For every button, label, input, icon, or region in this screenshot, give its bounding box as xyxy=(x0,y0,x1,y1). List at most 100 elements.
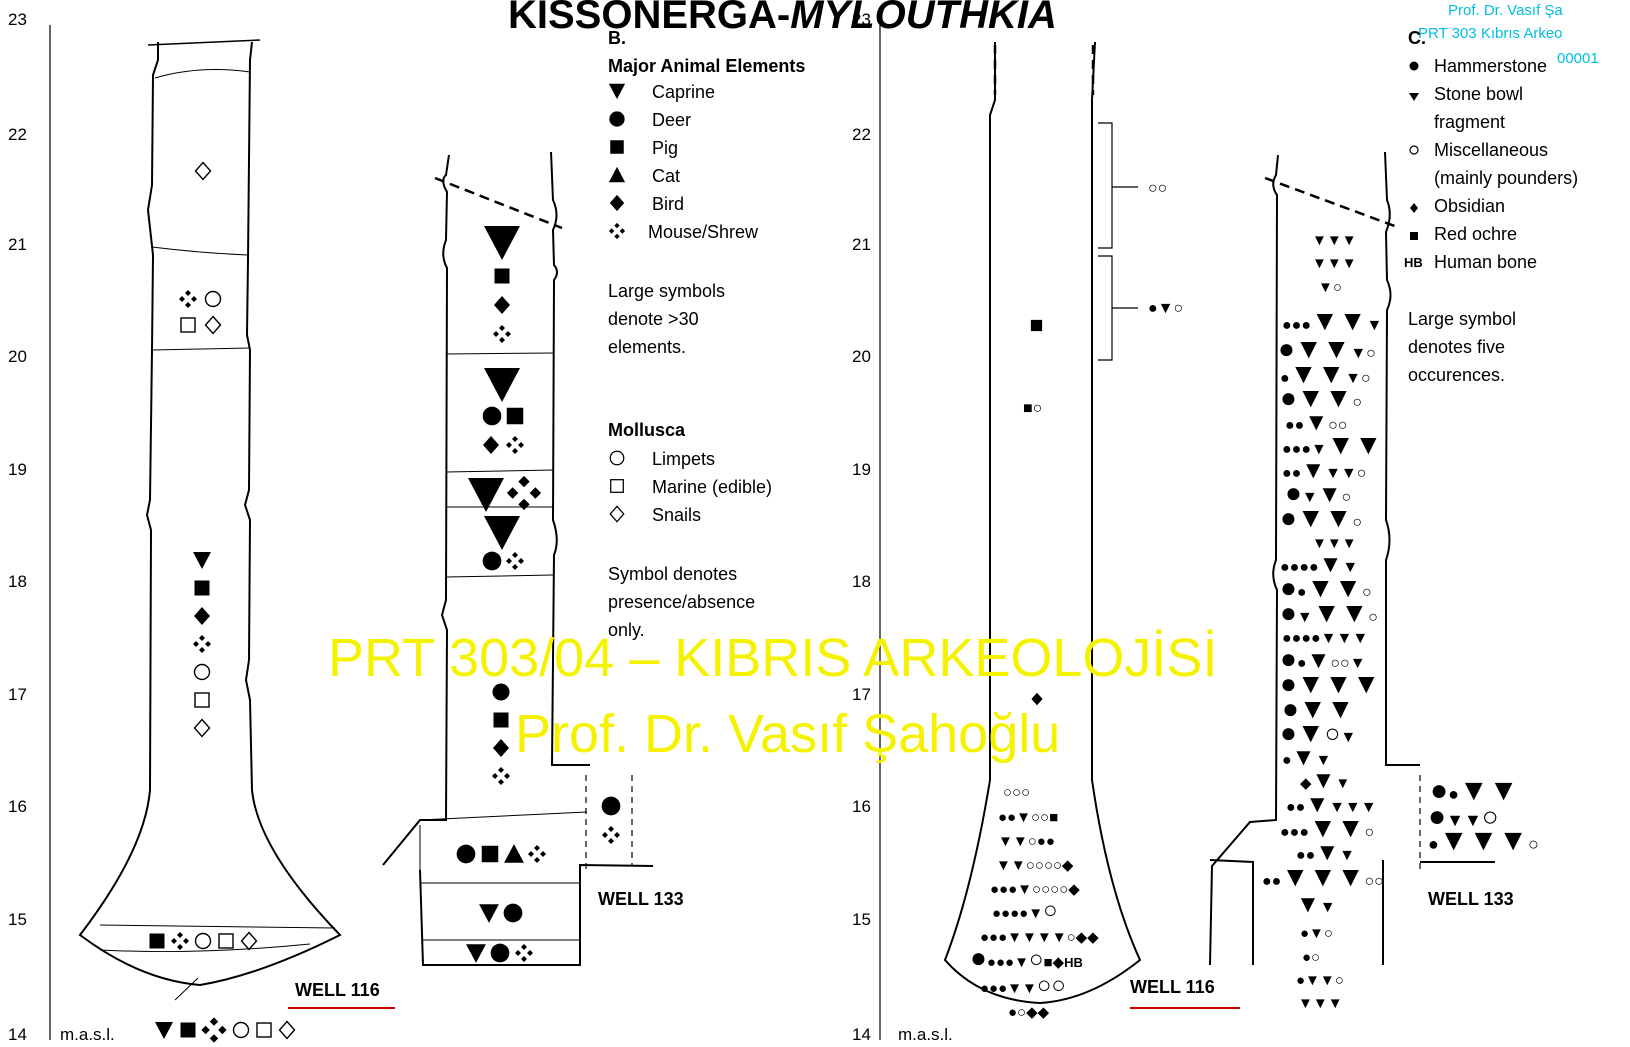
misc-legend-icon xyxy=(1409,145,1419,155)
bird-mark xyxy=(493,739,509,757)
svg-text:B.: B. xyxy=(608,28,626,48)
svg-text:●▼▼: ●▼▼ xyxy=(1282,693,1354,724)
svg-text:●▼○: ●▼○ xyxy=(1300,925,1333,942)
svg-text:only.: only. xyxy=(608,620,645,640)
svg-text:21: 21 xyxy=(852,235,871,254)
svg-text:21: 21 xyxy=(8,235,27,254)
pig-mark xyxy=(481,845,499,863)
mouse-mark xyxy=(179,290,197,308)
svg-text:Snails: Snails xyxy=(652,505,701,525)
svg-text:Large symbol: Large symbol xyxy=(1408,309,1516,329)
caprine-mark-large xyxy=(484,368,520,402)
legend-c: C. Hammerstone Stone bowl fragment Misce… xyxy=(1404,28,1578,385)
well-116-right-profile xyxy=(943,41,1142,1005)
svg-text:20: 20 xyxy=(852,347,871,366)
svg-text:●●▼▼: ●●▼▼ xyxy=(1430,774,1518,807)
svg-text:◆▼▼: ◆▼▼ xyxy=(1300,767,1350,794)
svg-text:Miscellaneous: Miscellaneous xyxy=(1434,140,1548,160)
svg-text:●●●●▼○■◆HB: ●●●●▼○■◆HB xyxy=(970,942,1083,973)
marine-legend-icon xyxy=(610,479,624,493)
svg-text:Mouse/Shrew: Mouse/Shrew xyxy=(648,222,759,242)
svg-text:●▼▼○: ●▼▼○ xyxy=(1428,800,1499,833)
svg-text:23: 23 xyxy=(852,10,871,29)
svg-text:●▼▼○: ●▼▼○ xyxy=(1280,382,1362,413)
svg-text:●▼▼▼: ●▼▼▼ xyxy=(1280,668,1380,699)
svg-text:PRT 303/04 – KIBRIS ARKEOLOJİS: PRT 303/04 – KIBRIS ARKEOLOJİSİ xyxy=(328,628,1217,688)
svg-text:●▼▼○: ●▼▼○ xyxy=(1280,502,1362,533)
svg-text:Red ochre: Red ochre xyxy=(1434,224,1517,244)
svg-text:Stone bowl: Stone bowl xyxy=(1434,84,1523,104)
well-133-right-profile xyxy=(1209,151,1495,966)
deer-mark xyxy=(482,551,502,571)
svg-text:PRT 303 Kıbrıs Arkeo: PRT 303 Kıbrıs Arkeo xyxy=(1418,25,1563,42)
hb-legend-icon: HB xyxy=(1404,255,1423,270)
svg-text:▼▼▼: ▼▼▼ xyxy=(1312,255,1357,272)
well-116-left-symbols xyxy=(149,161,296,1043)
svg-text:18: 18 xyxy=(8,572,27,591)
svg-text:denotes five: denotes five xyxy=(1408,337,1505,357)
svg-text:occurences.: occurences. xyxy=(1408,365,1505,385)
well-116-label-right: WELL 116 xyxy=(1130,977,1215,997)
marine-mark xyxy=(194,692,210,708)
svg-text:▼▼▼: ▼▼▼ xyxy=(1298,995,1343,1012)
svg-text:15: 15 xyxy=(8,910,27,929)
snail-mark xyxy=(204,315,222,335)
svg-text:Caprine: Caprine xyxy=(652,82,715,102)
svg-text:▼▼▼: ▼▼▼ xyxy=(1312,535,1357,552)
mouse-mark-large xyxy=(201,1017,227,1043)
pig-mark xyxy=(149,933,165,949)
svg-text:●▼▼▼○: ●▼▼▼○ xyxy=(1278,333,1376,364)
svg-text:Marine (edible): Marine (edible) xyxy=(652,477,772,497)
limpet-mark xyxy=(204,290,222,308)
well-116-label-left: WELL 116 xyxy=(295,980,380,1000)
svg-text:▼▼○○○○◆: ▼▼○○○○◆ xyxy=(996,857,1074,874)
svg-text:▼▼: ▼▼ xyxy=(1296,891,1336,918)
stone-finds-mark: ■○ xyxy=(1023,400,1042,417)
mouse-mark xyxy=(493,325,511,343)
svg-text:00001: 00001 xyxy=(1557,50,1599,67)
svg-text:Bird: Bird xyxy=(652,194,684,214)
svg-text:●●●▼▼▼: ●●●▼▼▼ xyxy=(1282,429,1382,460)
svg-text:●●▼▼▼○○: ●●▼▼▼○○ xyxy=(1262,861,1384,892)
svg-text:▼▼○●●: ▼▼○●● xyxy=(998,833,1055,850)
svg-text:●●▼○○▼: ●●▼○○▼ xyxy=(1280,643,1366,674)
caprine-mark-large xyxy=(484,226,520,260)
svg-text:●●●●▼▼▼: ●●●●▼▼▼ xyxy=(1282,630,1368,647)
svg-text:Mollusca: Mollusca xyxy=(608,420,686,440)
deer-mark xyxy=(482,406,502,426)
pig-mark xyxy=(506,407,524,425)
well-116-right-symbols: ○○ ●▼○ ■○ ○○○ ●●▼○○■ ▼▼○●● ▼▼○○○○◆ ●●●▼○… xyxy=(970,180,1183,1021)
svg-text:Prof. Dr. Vasıf Şa: Prof. Dr. Vasıf Şa xyxy=(1448,2,1563,19)
mouse-mark xyxy=(528,845,546,863)
bird-legend-icon xyxy=(609,194,625,212)
mouse-mark xyxy=(515,944,533,962)
caprine-mark xyxy=(155,1022,173,1039)
svg-text:●○: ●○ xyxy=(1302,949,1320,966)
pig-mark xyxy=(180,1022,196,1038)
deer-mark xyxy=(503,903,523,923)
svg-text:Human bone: Human bone xyxy=(1434,252,1537,272)
svg-text:●▼▼: ●▼▼ xyxy=(1282,744,1331,771)
svg-text:17: 17 xyxy=(8,685,27,704)
deer-legend-icon xyxy=(609,111,625,127)
caprine-legend-icon xyxy=(608,83,626,100)
well-133-label-right: WELL 133 xyxy=(1428,889,1514,909)
svg-text:●○◆◆: ●○◆◆ xyxy=(1008,1004,1050,1021)
marine-mark xyxy=(218,933,234,949)
depth-axis-left: 23 22 21 20 19 18 17 16 15 14 m.a.s.l. xyxy=(8,10,115,1044)
well-133-left-symbols xyxy=(456,226,621,963)
svg-text:18: 18 xyxy=(852,572,871,591)
svg-text:23: 23 xyxy=(8,10,27,29)
svg-text:Deer: Deer xyxy=(652,110,691,130)
well-133-left-profile xyxy=(382,151,654,966)
svg-text:Pig: Pig xyxy=(652,138,678,158)
mouse-mark xyxy=(492,767,510,785)
mouse-mark xyxy=(602,826,620,844)
svg-text:●●●▼▼▼▼○◆◆: ●●●▼▼▼▼○◆◆ xyxy=(980,929,1099,946)
snail-mark xyxy=(194,161,212,181)
obsidian-legend-icon xyxy=(1410,203,1418,213)
svg-text:15: 15 xyxy=(852,910,871,929)
svg-text:C.: C. xyxy=(1408,28,1426,48)
well-133-label-left: WELL 133 xyxy=(598,889,684,909)
svg-text:●●▼▼○: ●●▼▼○ xyxy=(1280,572,1372,603)
